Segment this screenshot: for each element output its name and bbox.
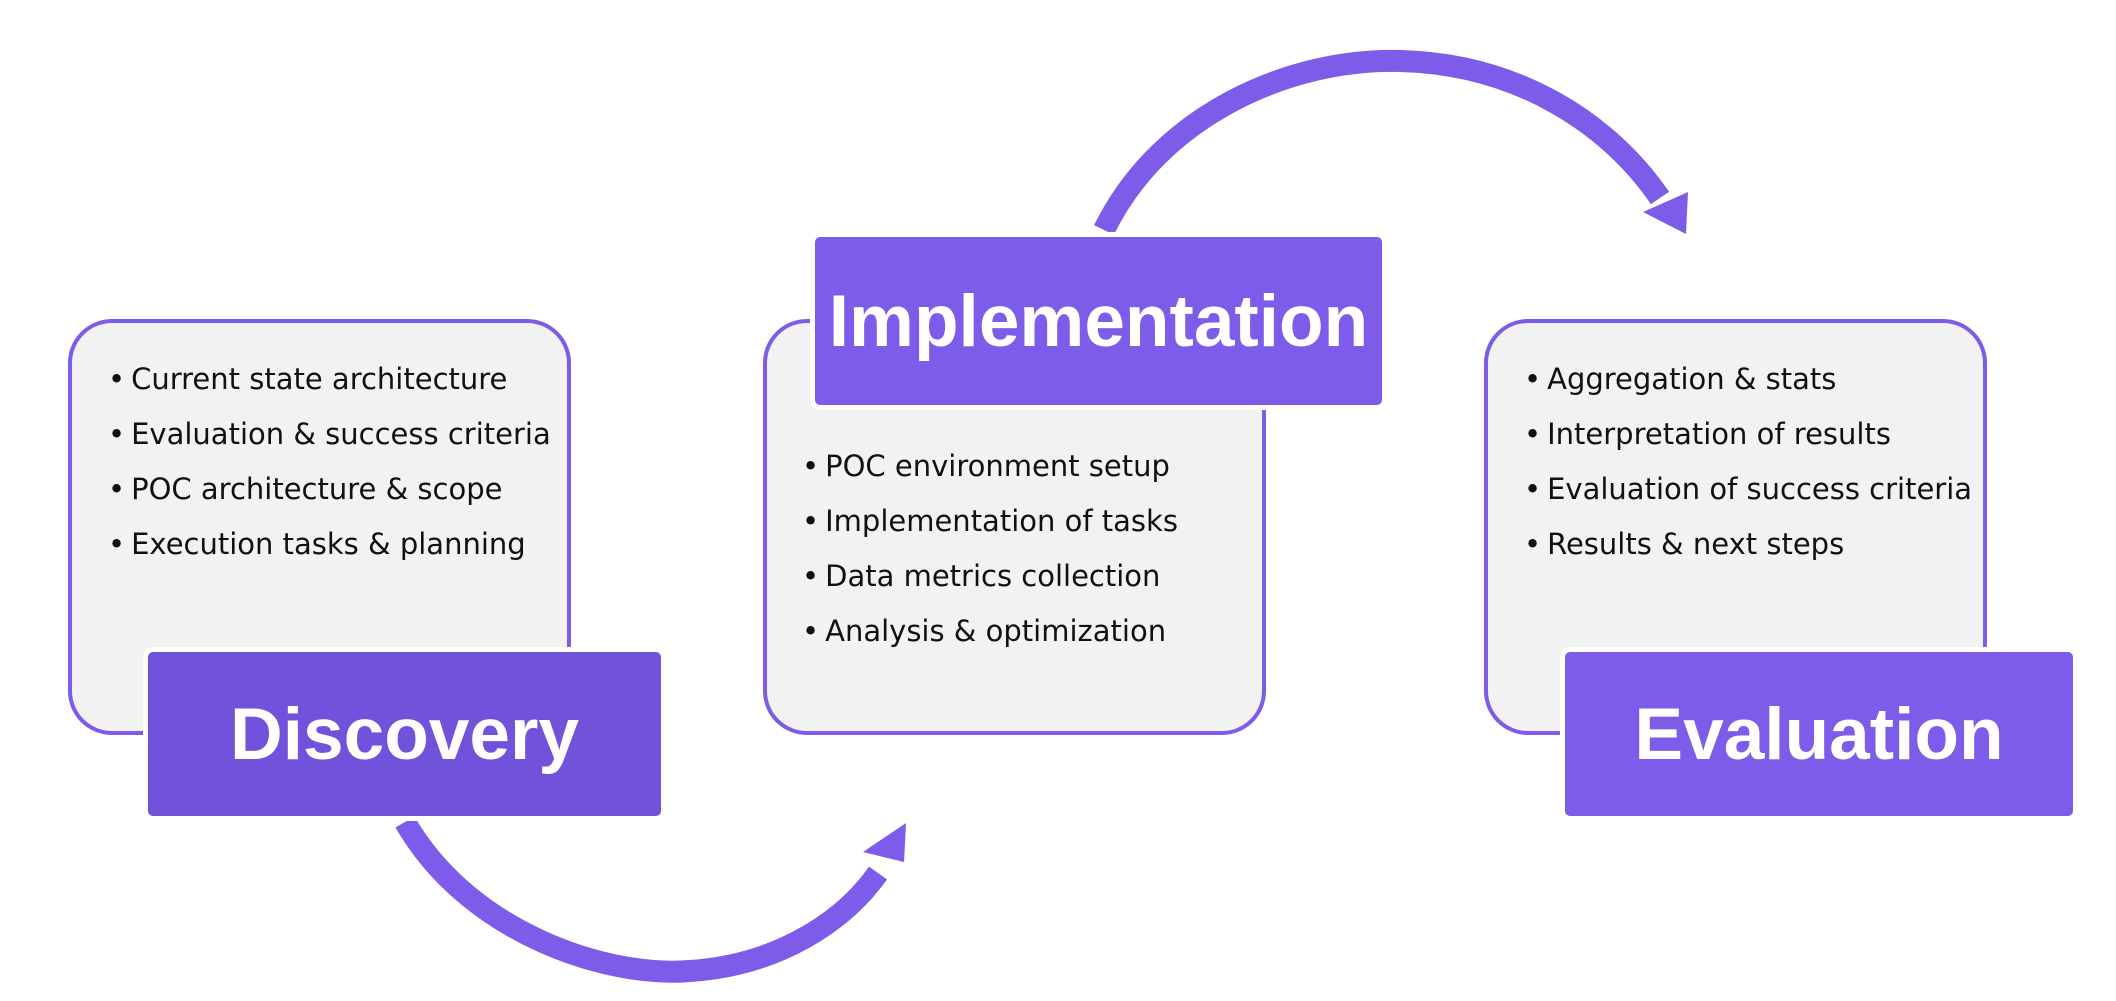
implementation-item: Analysis & optimization [802, 615, 1178, 648]
discovery-item: POC architecture & scope [108, 473, 551, 506]
evaluation-item: Interpretation of results [1524, 418, 1972, 451]
evaluation-title: Evaluation [1634, 693, 2004, 775]
implementation-item: POC environment setup [802, 450, 1178, 483]
discovery-item: Current state architecture [108, 363, 551, 396]
arrow-implementation-to-evaluation [1094, 49, 1670, 235]
implementation-label-box: Implementation [810, 232, 1387, 410]
implementation-items: POC environment setup Implementation of … [802, 450, 1178, 670]
evaluation-item: Aggregation & stats [1524, 363, 1972, 396]
evaluation-items: Aggregation & stats Interpretation of re… [1524, 363, 1972, 583]
arrow-head-implementation-to-evaluation [1643, 192, 1688, 234]
implementation-item: Data metrics collection [802, 560, 1178, 593]
evaluation-item: Evaluation of success criteria [1524, 473, 1972, 506]
evaluation-item: Results & next steps [1524, 528, 1972, 561]
implementation-title: Implementation [828, 280, 1369, 362]
discovery-label-box: Discovery [143, 647, 666, 821]
discovery-title: Discovery [230, 693, 579, 775]
discovery-items: Current state architecture Evaluation & … [108, 363, 551, 583]
arrow-head-discovery-to-implementation [863, 823, 906, 862]
arrow-discovery-to-implementation [395, 816, 887, 983]
implementation-item: Implementation of tasks [802, 505, 1178, 538]
discovery-item: Evaluation & success criteria [108, 418, 551, 451]
evaluation-label-box: Evaluation [1560, 647, 2078, 821]
discovery-item: Execution tasks & planning [108, 528, 551, 561]
